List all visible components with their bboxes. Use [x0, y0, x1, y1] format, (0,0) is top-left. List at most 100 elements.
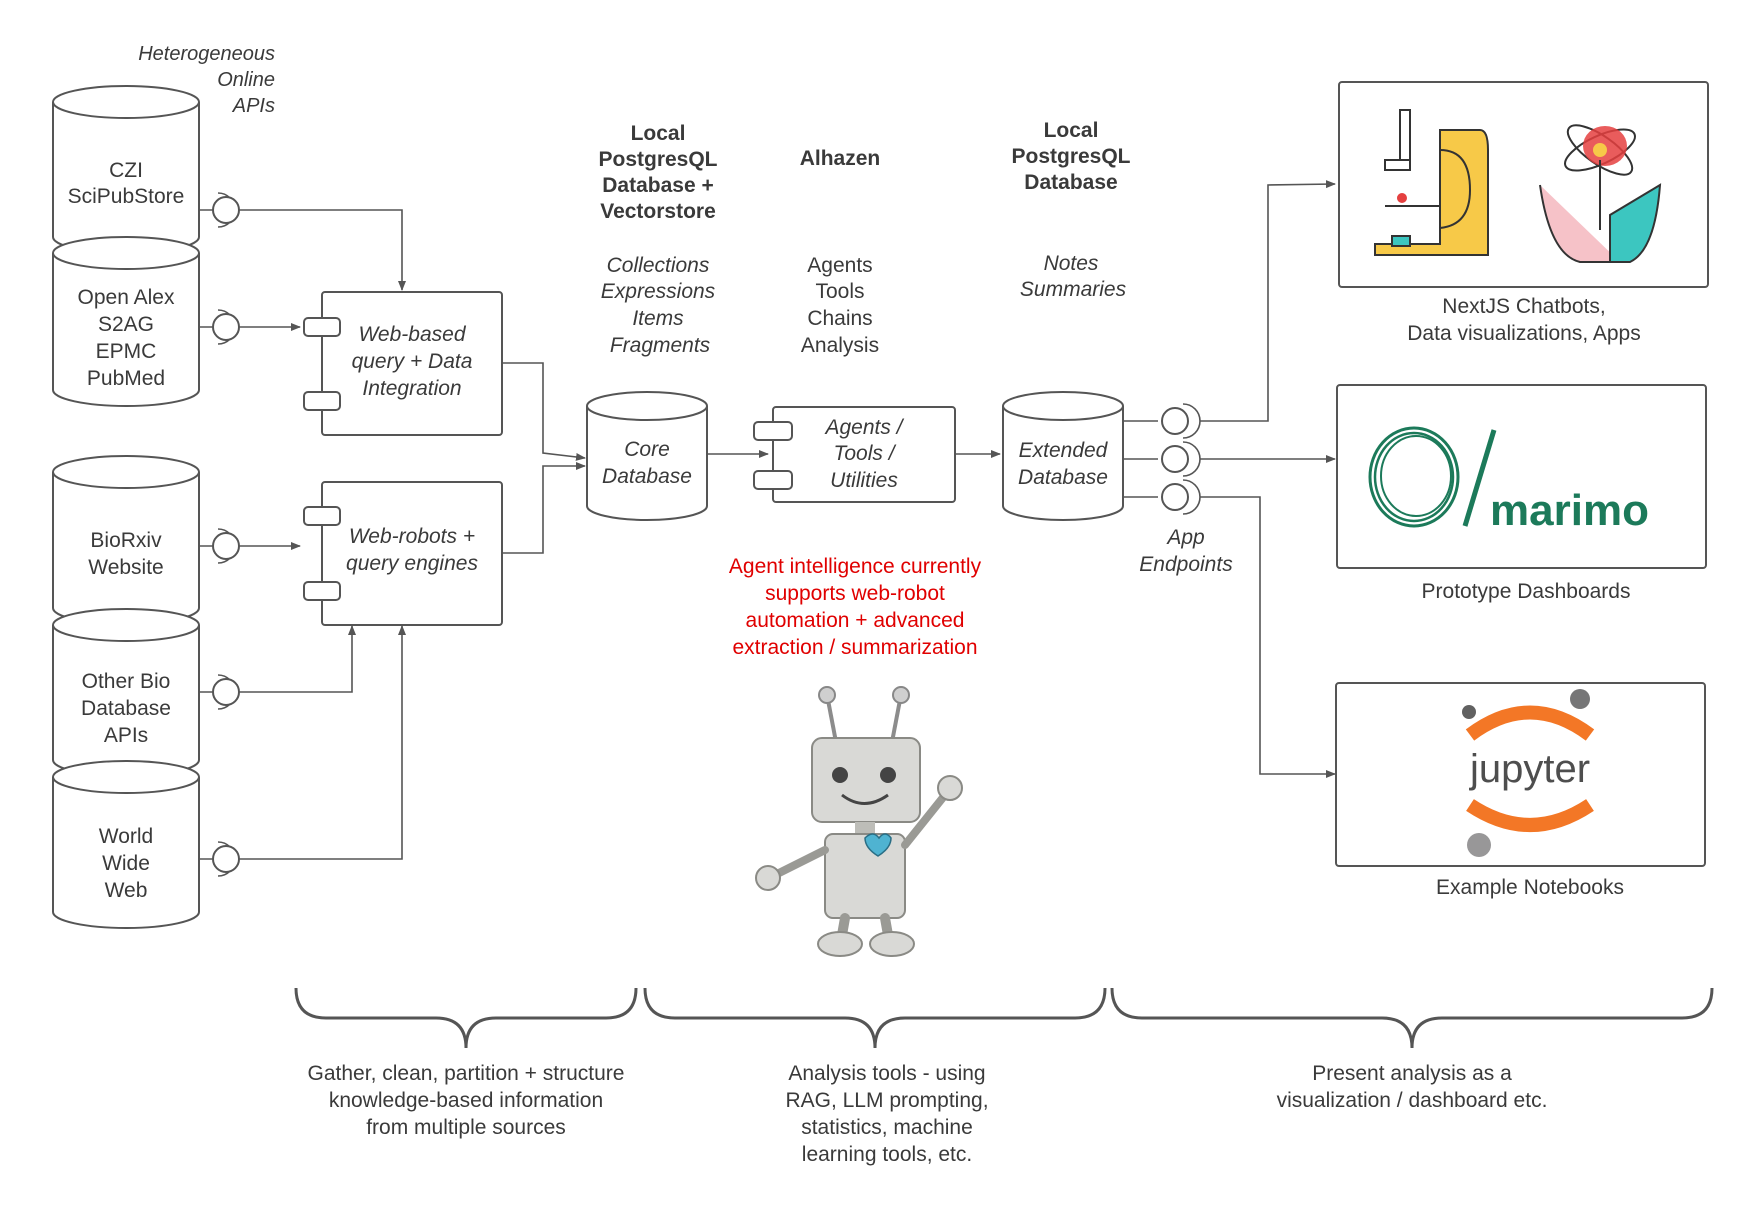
brace-label: knowledge-based information: [329, 1089, 603, 1112]
marimo-logo: marimo: [1368, 426, 1649, 535]
column-local-db2: Local PostgresQL Database Notes Summarie…: [1011, 119, 1130, 301]
column-item: Analysis: [801, 334, 879, 357]
brace-label: from multiple sources: [366, 1116, 566, 1139]
source-label: Web: [105, 879, 148, 902]
output-jupyter: jupyter Example Notebooks: [1335, 682, 1706, 899]
atom-hands-icon: [1539, 124, 1662, 263]
component-label: query engines: [346, 552, 478, 575]
endpoints-label: App: [1165, 526, 1204, 549]
column-title: Local: [1044, 119, 1099, 142]
sources-header-line: Heterogeneous: [138, 43, 275, 65]
brace-present: Present analysis as a visualization / da…: [1110, 987, 1714, 1112]
source-label: EPMC: [96, 340, 157, 363]
component-web-query: Web-based query + Data Integration: [303, 291, 503, 436]
app-endpoint-sockets: [1123, 403, 1201, 515]
source-cylinder-czi: CZI SciPubStore: [52, 85, 200, 254]
column-title: PostgresQL: [1011, 145, 1130, 168]
column-item: Items: [632, 307, 684, 330]
source-cylinder-openalex: Open Alex S2AG EPMC PubMed: [52, 236, 200, 407]
jupyter-logo: jupyter: [1462, 689, 1595, 857]
jupyter-logo-text: jupyter: [1469, 747, 1590, 791]
robot-icon: [755, 686, 963, 957]
source-label: World: [99, 825, 153, 848]
column-title: Vectorstore: [600, 200, 716, 223]
output-caption: Example Notebooks: [1436, 876, 1624, 899]
source-label: Website: [88, 556, 163, 579]
output-nextjs: NextJS Chatbots, Data visualizations, Ap…: [1338, 81, 1709, 345]
component-label: Integration: [362, 377, 461, 400]
agent-note: Agent intelligence currently supports we…: [729, 555, 982, 659]
source-cylinder-www: World Wide Web: [52, 760, 200, 929]
column-item: Fragments: [610, 334, 711, 357]
agent-note-line: Agent intelligence currently: [729, 555, 982, 578]
source-label: Open Alex: [78, 286, 175, 309]
source-label: CZI: [109, 159, 143, 182]
component-web-robots: Web-robots + query engines: [303, 481, 503, 626]
column-item: Collections: [607, 254, 710, 277]
output-marimo: marimo Prototype Dashboards: [1336, 384, 1707, 603]
output-caption: Prototype Dashboards: [1422, 580, 1631, 603]
brace-label: Present analysis as a: [1312, 1062, 1512, 1085]
source-label: PubMed: [87, 367, 165, 390]
brace-gather: Gather, clean, partition + structure kno…: [294, 987, 638, 1139]
database-label: Extended: [1019, 439, 1109, 462]
source-cylinder-biorxiv: BioRxiv Website: [52, 455, 200, 625]
component-label: Utilities: [830, 469, 898, 492]
sources-header-line: Online: [217, 69, 275, 91]
brace-label: visualization / dashboard etc.: [1277, 1089, 1548, 1112]
brace-label: RAG, LLM prompting,: [785, 1089, 988, 1112]
output-connectors: [1200, 180, 1336, 778]
column-item: Summaries: [1020, 278, 1127, 301]
database-label: Database: [1018, 466, 1108, 489]
agent-note-line: supports web-robot: [765, 582, 945, 605]
column-item: Agents: [807, 254, 872, 277]
column-title: Database +: [602, 174, 713, 197]
brace-label: Analysis tools - using: [788, 1062, 985, 1085]
microscope-icon: [1374, 109, 1489, 256]
source-cylinder-otherbio: Other Bio Database APIs: [52, 608, 200, 777]
source-label: Database: [81, 697, 171, 720]
endpoints-label: Endpoints: [1139, 553, 1233, 576]
column-item: Notes: [1044, 252, 1099, 275]
brace-label: statistics, machine: [801, 1116, 973, 1139]
source-connectors: [239, 209, 406, 860]
brace-analysis: Analysis tools - using RAG, LLM promptin…: [643, 987, 1107, 1166]
source-sockets: [199, 192, 240, 877]
column-item: Expressions: [601, 280, 716, 303]
column-title: Local: [631, 122, 686, 145]
brace-label: learning tools, etc.: [802, 1143, 972, 1166]
source-label: BioRxiv: [90, 529, 162, 552]
database-label: Database: [602, 465, 692, 488]
column-alhazen: Alhazen Agents Tools Chains Analysis: [800, 147, 881, 357]
component-agents-tools: Agents / Tools / Utilities: [753, 406, 956, 503]
agent-note-line: extraction / summarization: [732, 636, 977, 659]
component-label: Agents /: [823, 416, 904, 439]
component-label: query + Data: [352, 350, 473, 373]
column-title: Alhazen: [800, 147, 881, 170]
column-local-db: Local PostgresQL Database + Vectorstore …: [598, 122, 717, 357]
output-caption: Data visualizations, Apps: [1407, 322, 1640, 345]
component-label: Tools /: [833, 442, 896, 465]
column-title: Database: [1024, 171, 1117, 194]
column-title: PostgresQL: [598, 148, 717, 171]
column-item: Chains: [807, 307, 872, 330]
database-label: Core: [624, 438, 670, 461]
output-caption: NextJS Chatbots,: [1442, 295, 1605, 318]
agent-note-line: automation + advanced: [746, 609, 965, 632]
component-label: Web-robots +: [349, 525, 475, 548]
extended-database: Extended Database: [1002, 391, 1124, 521]
source-label: S2AG: [98, 313, 154, 336]
brace-label: Gather, clean, partition + structure: [308, 1062, 625, 1085]
source-label: APIs: [104, 724, 148, 747]
component-label: Web-based: [358, 323, 466, 346]
source-label: SciPubStore: [68, 185, 185, 208]
sources-header-line: APIs: [232, 95, 275, 117]
component-connectors: [502, 362, 586, 554]
column-item: Tools: [815, 280, 864, 303]
core-database: Core Database: [586, 391, 708, 521]
source-label: Other Bio: [82, 670, 171, 693]
sources-header: Heterogeneous Online APIs: [138, 43, 275, 117]
marimo-logo-text: marimo: [1490, 486, 1649, 535]
